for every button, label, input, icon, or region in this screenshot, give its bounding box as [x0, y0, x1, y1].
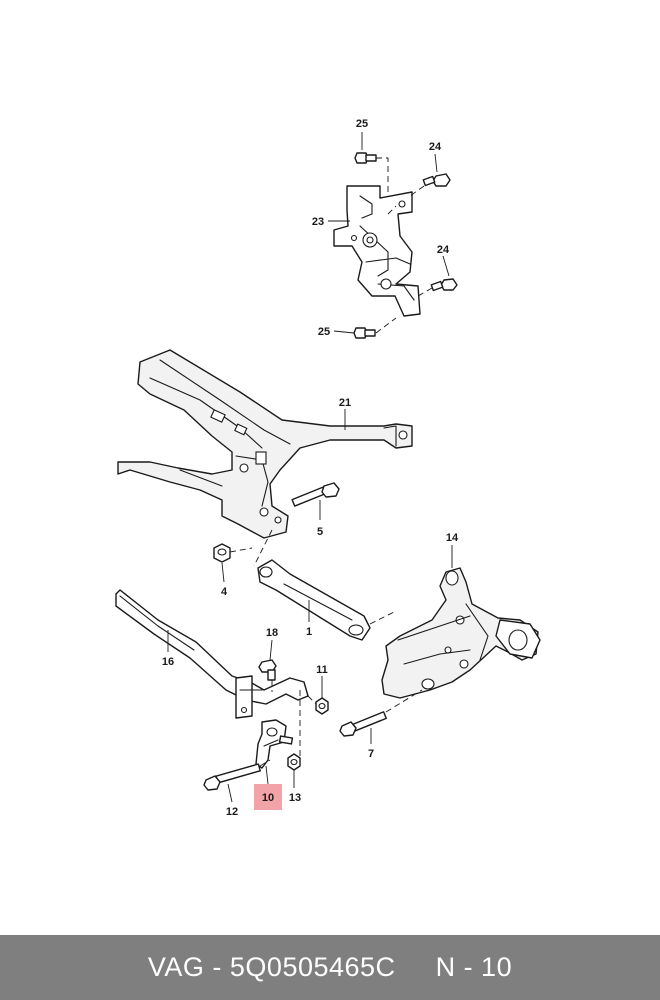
bolt-24-bottom [430, 278, 458, 292]
coupling-rod-bolt [278, 735, 294, 745]
label-7: 7 [368, 748, 374, 760]
wheel-carrier-14 [381, 567, 541, 699]
label-1: 1 [306, 626, 312, 638]
leader-lines [167, 132, 453, 803]
spacer [396, 952, 436, 983]
label-18: 18 [266, 627, 278, 639]
label-24-bottom: 24 [437, 244, 450, 256]
label-10: 10 [262, 792, 274, 804]
label-23: 23 [312, 216, 324, 228]
label-25-top: 25 [356, 118, 368, 130]
bolt-24-top [422, 173, 451, 187]
stabilizer-bar-16 [115, 589, 309, 719]
bolt-25-top [354, 152, 377, 164]
label-12: 12 [226, 806, 238, 818]
item-number: N - 10 [435, 952, 513, 982]
label-5: 5 [317, 526, 323, 538]
label-10-highlight [254, 784, 282, 810]
nut-13 [287, 753, 301, 771]
part-number: 5Q0505465C [229, 952, 396, 982]
separator: - [204, 952, 230, 982]
subframe-21 [117, 349, 413, 539]
label-13: 13 [289, 792, 301, 804]
brand: VAG [147, 952, 205, 982]
label-16: 16 [162, 656, 174, 668]
label-11: 11 [316, 664, 328, 676]
label-14: 14 [446, 532, 459, 544]
label-25-bottom: 25 [318, 326, 330, 338]
part-number-footer: VAG - 5Q0505465C N - 10 [0, 935, 660, 1000]
nut-11 [315, 697, 329, 715]
bolt-5 [291, 482, 340, 507]
control-arm-1 [257, 559, 371, 641]
coupling-rod-10 [255, 719, 287, 769]
exploded-parts-diagram: 25 24 23 24 25 21 5 14 4 1 18 16 11 7 12… [115, 118, 541, 818]
label-4: 4 [221, 586, 228, 598]
bolt-7 [339, 711, 387, 737]
bolt-18 [258, 659, 277, 681]
bracket-assembly-23 [333, 185, 421, 317]
bolt-12 [203, 763, 261, 791]
label-21: 21 [339, 397, 351, 409]
label-24-top: 24 [429, 141, 442, 153]
bolt-25-bottom [353, 327, 376, 339]
nut-4 [213, 543, 231, 563]
